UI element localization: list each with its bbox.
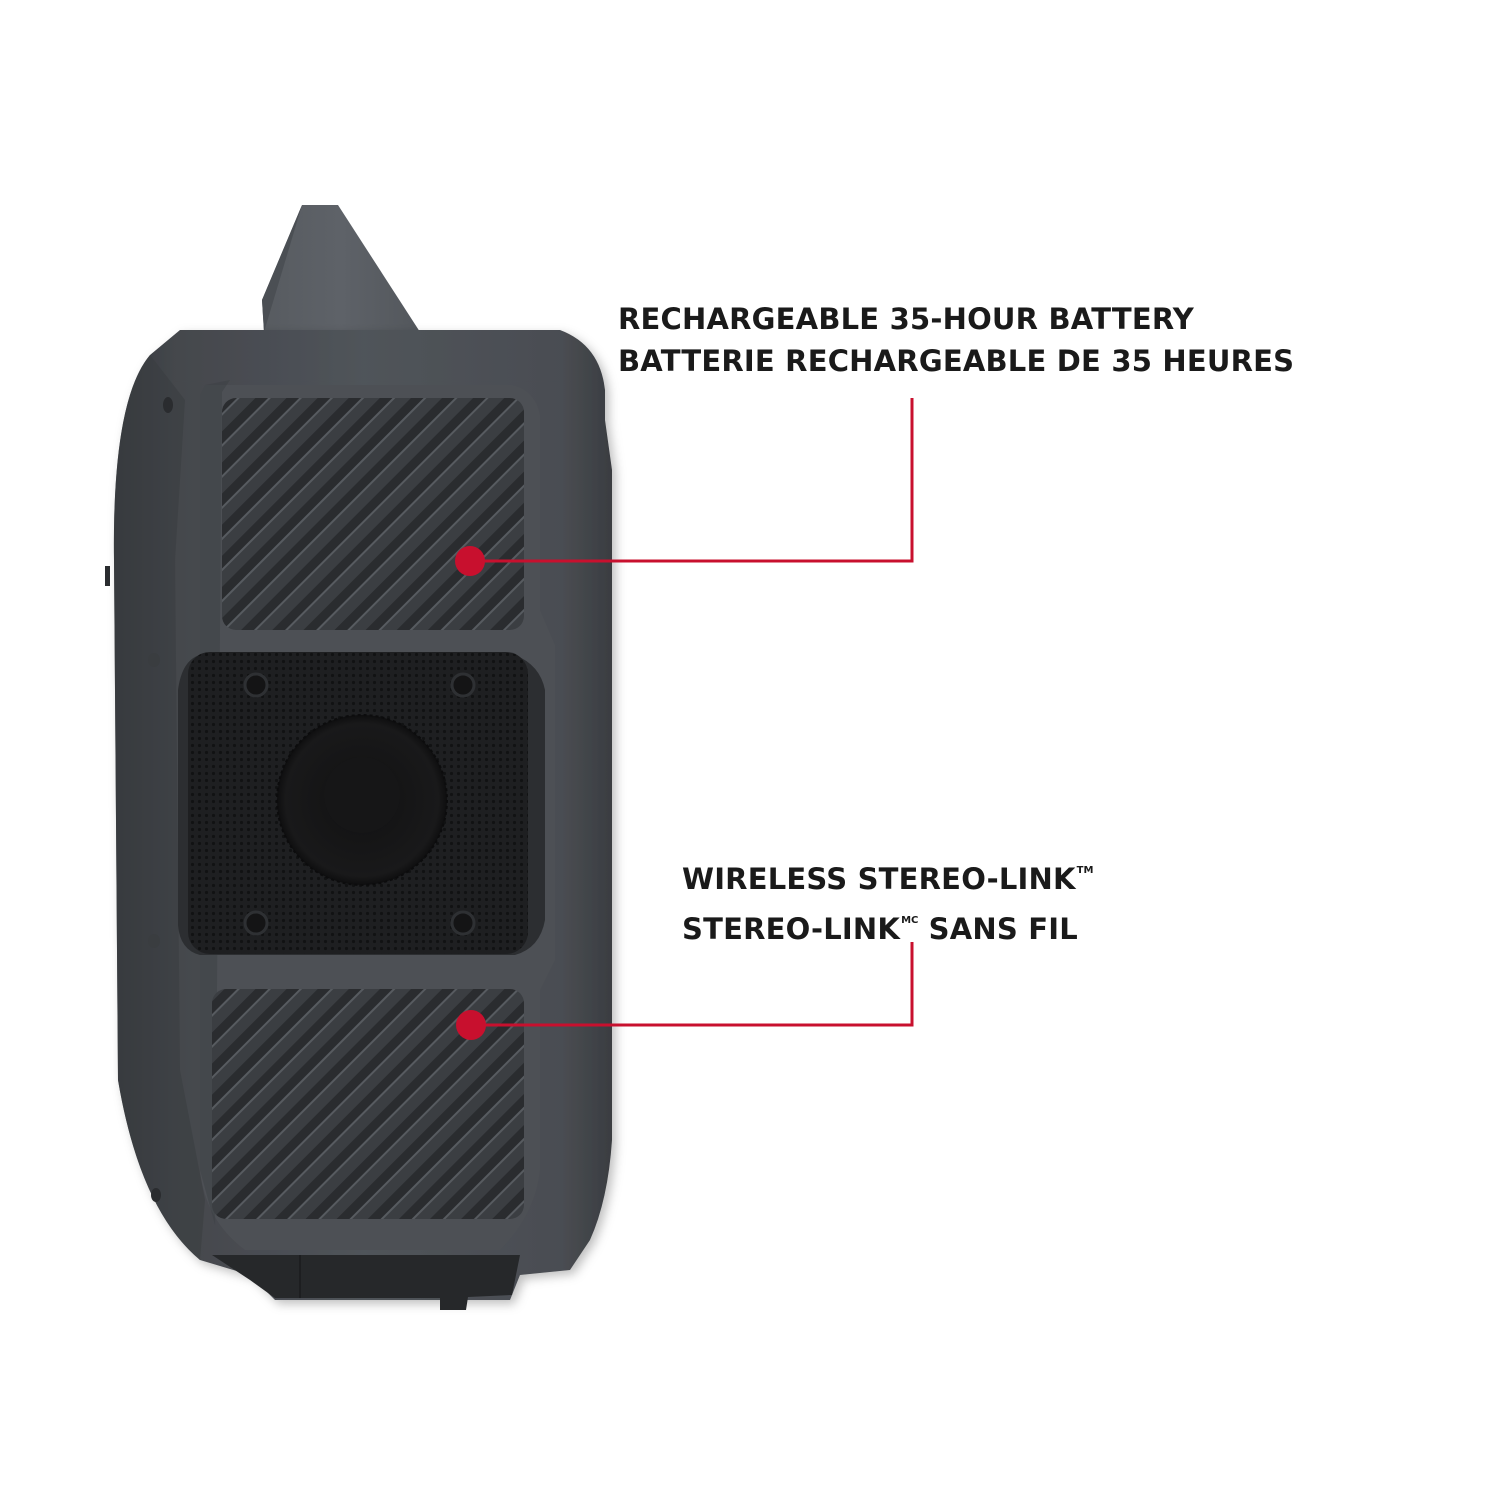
screw <box>450 910 476 936</box>
speaker-base <box>212 1255 520 1310</box>
upper-rib-pad <box>222 398 524 630</box>
callout-stereo-link-french-label-a: STEREO-LINK <box>682 912 901 946</box>
callout-stereo-link-french: STEREO-LINKMC SANS FIL <box>682 900 1093 950</box>
callout-stereo-link-english-label: WIRELESS STEREO-LINK <box>682 862 1076 896</box>
screw <box>243 672 269 698</box>
callout-stereo-link-english: WIRELESS STEREO-LINKTM <box>682 850 1093 900</box>
screw <box>450 672 476 698</box>
callout-stereo-link-french-label-b: SANS FIL <box>918 912 1078 946</box>
callout-battery-pointer <box>455 398 914 576</box>
screw <box>243 910 269 936</box>
lower-rib-pad <box>212 989 524 1219</box>
callout-battery-text: RECHARGEABLE 35-HOUR BATTERY BATTERIE RE… <box>618 298 1294 382</box>
callout-battery-english: RECHARGEABLE 35-HOUR BATTERY <box>618 302 1194 336</box>
callout-stereo-link-text: WIRELESS STEREO-LINKTM STEREO-LINKMC SAN… <box>682 850 1093 950</box>
trademark-mark-fr: MC <box>901 915 919 926</box>
callout-stereo-link-pointer <box>456 942 914 1040</box>
callout-battery-french: BATTERIE RECHARGEABLE DE 35 HEURES <box>618 344 1295 378</box>
trademark-mark: TM <box>1076 865 1094 876</box>
speaker-handle <box>262 205 420 332</box>
